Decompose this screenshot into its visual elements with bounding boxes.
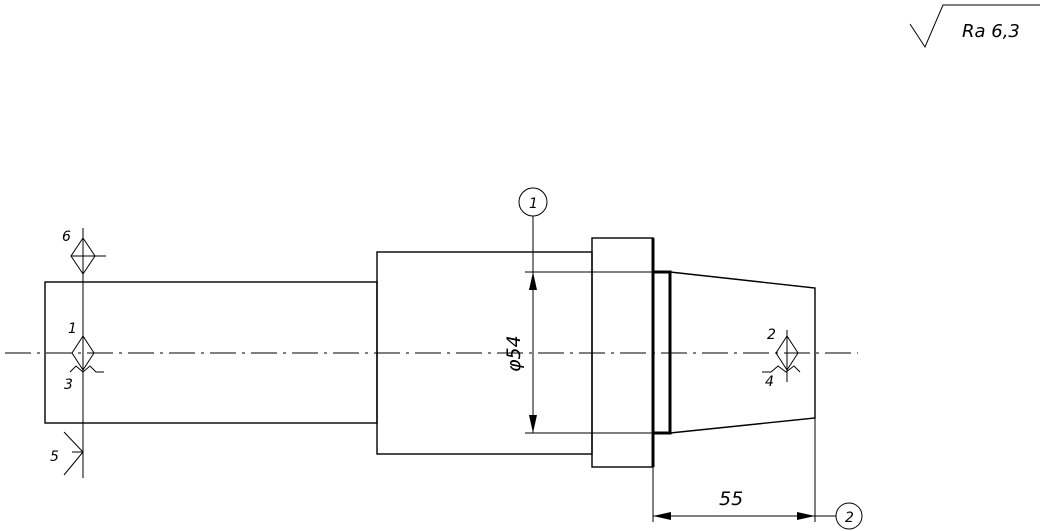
datum-5-label: 5 xyxy=(50,449,59,465)
datum-6-label: 6 xyxy=(62,229,71,245)
datum-6-diamond xyxy=(70,237,96,275)
callout-2: 2 xyxy=(835,502,863,530)
surface-roughness-symbol: Ra 6,3 xyxy=(909,4,1040,49)
cone-section xyxy=(669,271,816,434)
callout-1: 1 xyxy=(518,187,548,272)
diameter-label: φ54 xyxy=(503,335,525,372)
datum-5-clamp xyxy=(63,431,84,476)
datum-symbols-left: 6 1 3 5 xyxy=(50,228,106,478)
groove xyxy=(653,270,672,435)
arrowhead-bottom xyxy=(529,415,537,433)
datum-3-label: 3 xyxy=(64,377,73,393)
callout-1-label: 1 xyxy=(529,196,538,212)
datum-symbols-right: 2 4 xyxy=(762,327,801,390)
callout-2-label: 2 xyxy=(845,510,854,526)
shaft-part xyxy=(44,237,816,468)
datum-1-3-diamond xyxy=(71,335,95,371)
length-dimension: 55 xyxy=(652,418,836,522)
roughness-label: Ra 6,3 xyxy=(962,21,1020,42)
length-label: 55 xyxy=(719,488,743,510)
diameter-dimension: φ54 xyxy=(503,271,653,434)
datum-3-zigzag xyxy=(69,365,104,373)
arrowhead-top xyxy=(529,272,537,290)
datum-4-zigzag xyxy=(762,365,801,373)
arrowhead-left xyxy=(653,512,671,520)
arrowhead-right xyxy=(797,512,815,520)
datum-4-label: 4 xyxy=(765,374,774,390)
datum-2-4-diamond xyxy=(775,335,799,371)
datum-2-label: 2 xyxy=(767,327,776,343)
callout-2-circle xyxy=(835,502,863,530)
datum-1-label: 1 xyxy=(68,321,77,337)
callout-1-circle xyxy=(518,187,548,217)
